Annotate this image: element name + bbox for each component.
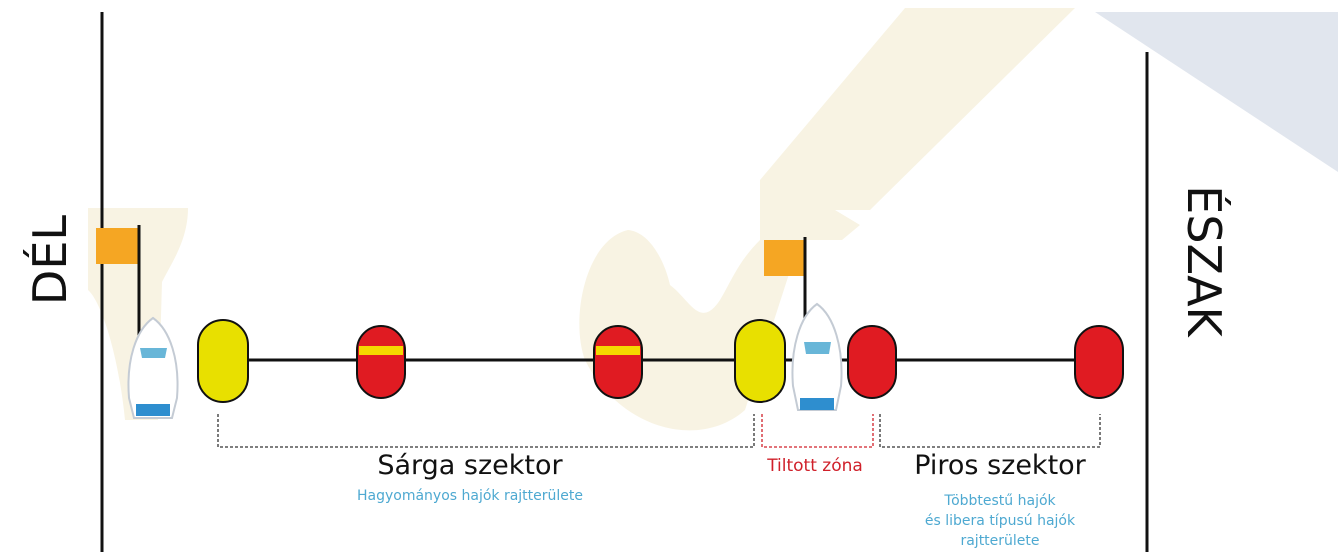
boat-north xyxy=(791,302,843,411)
piros-subtitle-line-1: Többtestű hajók xyxy=(944,493,1056,509)
buoy-red-striped-2 xyxy=(593,325,643,399)
south-flag xyxy=(96,225,141,350)
sarga-sector-subtitle: Hagyományos hajók rajtterülete xyxy=(356,488,584,504)
buoy-red-1 xyxy=(847,325,897,399)
north-label: ÉSZAK xyxy=(1177,185,1231,337)
piros-bracket xyxy=(879,414,1101,448)
sarga-bracket xyxy=(217,414,755,448)
forbidden-zone-label: Tiltott zóna xyxy=(767,456,863,476)
piros-subtitle-line-2: és libera típusú hajók xyxy=(924,513,1076,529)
north-label-box: ÉSZAK xyxy=(1165,172,1243,350)
sector-brackets xyxy=(217,414,1101,448)
buoy-yellow-1 xyxy=(197,319,249,403)
boat-south xyxy=(127,316,179,419)
piros-sector-subtitle: Többtestű hajók és libera típusú hajók r… xyxy=(880,491,1120,551)
south-label-box: DÉL xyxy=(12,200,88,320)
south-label: DÉL xyxy=(23,214,77,306)
piros-subtitle-line-3: rajtterülete xyxy=(960,533,1040,549)
buoy-red-striped-1 xyxy=(356,325,406,399)
sarga-sector-title: Sárga szektor xyxy=(377,450,563,481)
piros-sector-title: Piros szektor xyxy=(914,450,1086,481)
buoy-red-2 xyxy=(1074,325,1124,399)
buoy-yellow-2 xyxy=(734,319,786,403)
tiltott-bracket xyxy=(761,414,874,448)
corner-shape xyxy=(1095,12,1338,172)
